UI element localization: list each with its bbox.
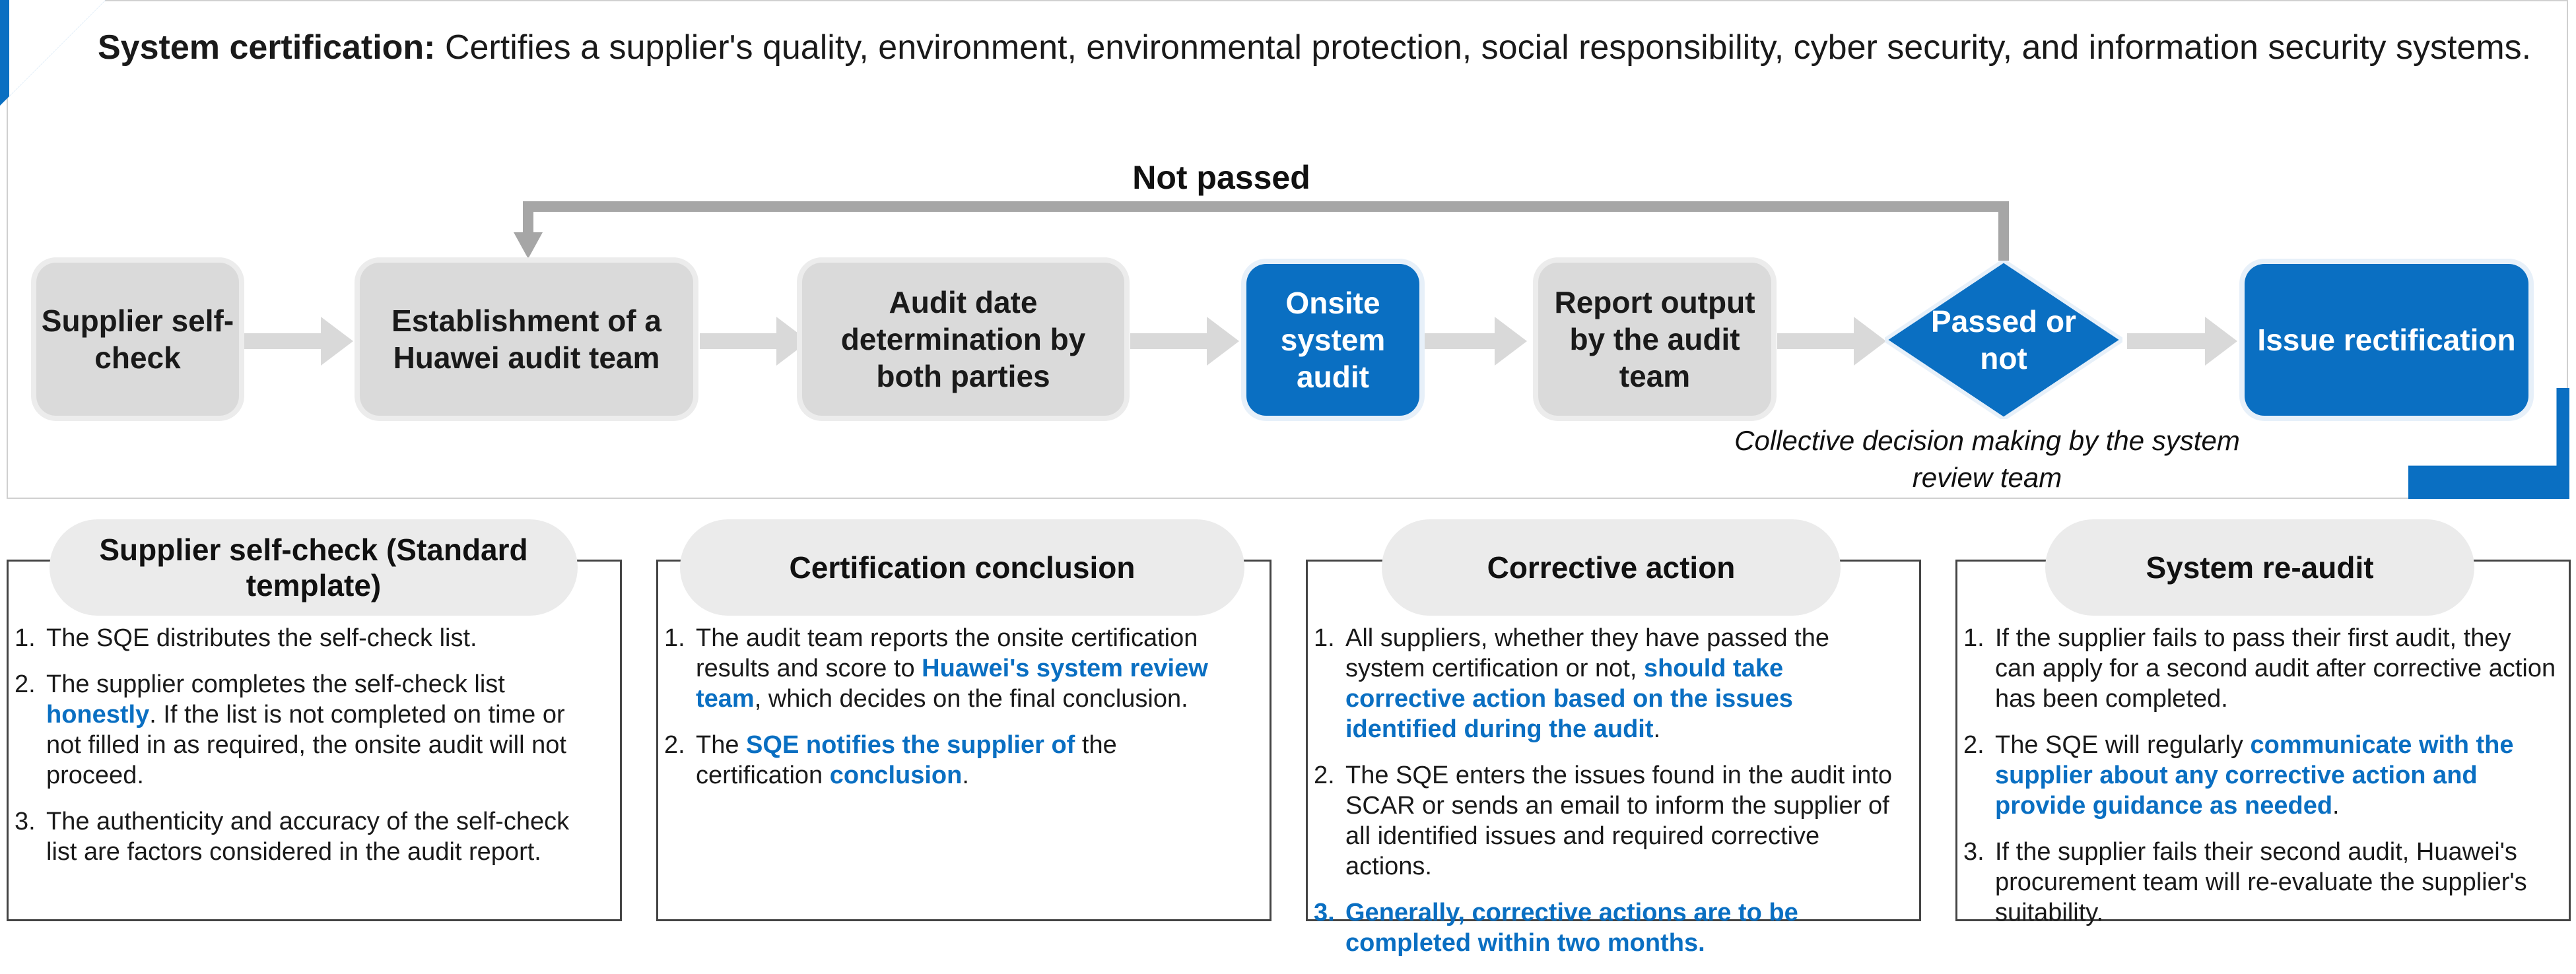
text-segment: The SQE distributes the self-check list.: [46, 624, 477, 652]
list-item-text: The SQE enters the issues found in the a…: [1345, 760, 1895, 882]
not-passed-loop: [523, 201, 2009, 261]
list-item-text: Generally, corrective actions are to be …: [1345, 897, 1895, 958]
step-establish-audit-team: Establishment of a Huawei audit team: [360, 263, 693, 416]
list-item: 1. The SQE distributes the self-check lis…: [15, 623, 595, 653]
step-supplier-self-check: Supplier self-check: [36, 263, 239, 416]
highlighted-text: Generally, corrective actions are to be …: [1345, 899, 1798, 957]
arrow-5: [1777, 317, 1886, 366]
decision-passed-or-not: Passed or not: [1931, 304, 2076, 375]
card-supplier-self-check: [7, 560, 622, 921]
text-segment: The supplier completes the self-check li…: [46, 670, 505, 698]
arrow-4: [1425, 317, 1527, 366]
not-passed-label: Not passed: [1132, 159, 1310, 196]
highlighted-text: should take corrective action based on t…: [1345, 655, 1793, 743]
text-segment: .: [1653, 715, 1661, 743]
list-item-number: 2.: [1963, 731, 1984, 759]
page-heading: System certification: Certifies a suppli…: [98, 25, 2554, 70]
card-corrective-action: [1306, 560, 1921, 921]
list-item-number: 1.: [15, 624, 36, 652]
card-title-certification-conclusion: Certification conclusion: [680, 519, 1244, 616]
highlighted-text: communicate with the supplier about any …: [1995, 731, 2514, 820]
list-item: 2. The SQE enters the issues found in the…: [1314, 760, 1895, 882]
card-title-supplier-self-check: Supplier self-check (Standard template): [50, 519, 578, 616]
list-supplier-self-check: 1. The SQE distributes the self-check lis…: [15, 623, 595, 883]
certification-flow-panel: [7, 0, 2568, 499]
card-title-system-re-audit: System re-audit: [2045, 519, 2474, 616]
corner-accent-top-left-inner: [9, 0, 106, 96]
list-item: 3. The authenticity and accuracy of the s…: [15, 806, 595, 867]
text-segment: The SQE will regularly: [1995, 731, 2251, 759]
list-item-text: The supplier completes the self-check li…: [46, 669, 595, 791]
list-item-text: The SQE distributes the self-check list.: [46, 623, 595, 653]
list-item-text: If the supplier fails their second audit…: [1995, 837, 2558, 928]
list-item-number: 1.: [1963, 624, 1984, 652]
list-item: 2. The SQE will regularly communicate wit…: [1963, 730, 2558, 821]
list-system-re-audit: 1. If the supplier fails to pass their fi…: [1963, 623, 2558, 944]
decision-diamond: [1885, 261, 2122, 419]
list-item-number: 3.: [15, 808, 36, 835]
flow-connectors: [244, 201, 2237, 366]
list-item: 1. All suppliers, whether they have passe…: [1314, 623, 1895, 744]
list-item-text: The authenticity and accuracy of the sel…: [46, 806, 595, 867]
text-segment: The audit team reports the onsite certif…: [696, 624, 1198, 682]
list-item-number: 3.: [1963, 838, 1984, 866]
card-system-re-audit: [1955, 560, 2571, 921]
arrow-2: [700, 317, 809, 366]
step-audit-date-determination: Audit date determination by both parties: [802, 263, 1124, 416]
text-segment: , which decides on the final conclusion.: [754, 685, 1188, 713]
highlighted-text: conclusion: [829, 762, 963, 789]
list-item-text: If the supplier fails to pass their firs…: [1995, 623, 2558, 714]
text-segment: All suppliers, whether they have passed …: [1345, 624, 1829, 682]
highlighted-text: Huawei's system review team: [696, 655, 1208, 713]
text-segment: .: [2332, 792, 2340, 820]
heading-title: System certification:: [98, 28, 436, 67]
list-item: 3. Generally, corrective actions are to b…: [1314, 897, 1895, 958]
list-item-text: All suppliers, whether they have passed …: [1345, 623, 1895, 744]
text-segment: .: [962, 762, 969, 789]
step-report-output: Report output by the audit team: [1538, 263, 1771, 416]
list-item-number: 2.: [664, 731, 685, 759]
list-item: 2. The SQE notifies the supplier of the c…: [664, 730, 1245, 791]
list-item-text: The SQE notifies the supplier of the cer…: [696, 730, 1245, 791]
text-segment: . If the list is not completed on time o…: [46, 701, 566, 789]
list-item-number: 3.: [1314, 899, 1335, 926]
card-title-corrective-action: Corrective action: [1382, 519, 1841, 616]
text-segment: The: [696, 731, 747, 759]
list-item-number: 1.: [664, 624, 685, 652]
arrow-1: [244, 317, 353, 366]
arrow-3: [1130, 317, 1239, 366]
heading-description: Certifies a supplier's quality, environm…: [444, 28, 2532, 67]
text-segment: If the supplier fails their second audit…: [1995, 838, 2527, 926]
list-item-number: 1.: [1314, 624, 1335, 652]
text-segment: the certification: [696, 731, 1117, 789]
text-segment: The authenticity and accuracy of the sel…: [46, 808, 570, 866]
list-corrective-action: 1. All suppliers, whether they have passe…: [1314, 623, 1895, 974]
list-item: 1. The audit team reports the onsite cert…: [664, 623, 1245, 714]
text-segment: If the supplier fails to pass their firs…: [1995, 624, 2556, 713]
list-item-text: The SQE will regularly communicate with …: [1995, 730, 2558, 821]
list-item-number: 2.: [1314, 762, 1335, 789]
highlighted-text: honestly: [46, 701, 150, 729]
highlighted-text: SQE notifies the supplier of: [746, 731, 1075, 759]
step-issue-rectification: Issue rectification: [2245, 264, 2528, 416]
decision-note: Collective decision making by the system…: [1734, 425, 2240, 493]
card-certification-conclusion: [656, 560, 1271, 921]
arrow-6: [2127, 317, 2237, 366]
list-item-number: 2.: [15, 670, 36, 698]
not-passed-arrowhead: [514, 232, 543, 259]
text-segment: The SQE enters the issues found in the a…: [1345, 762, 1893, 880]
list-item: 1. If the supplier fails to pass their fi…: [1963, 623, 2558, 714]
step-onsite-system-audit: Onsite system audit: [1246, 264, 1419, 416]
list-certification-conclusion: 1. The audit team reports the onsite cert…: [664, 623, 1245, 806]
list-item-text: The audit team reports the onsite certif…: [696, 623, 1245, 714]
list-item: 2. The supplier completes the self-check …: [15, 669, 595, 791]
list-item: 3. If the supplier fails their second aud…: [1963, 837, 2558, 928]
